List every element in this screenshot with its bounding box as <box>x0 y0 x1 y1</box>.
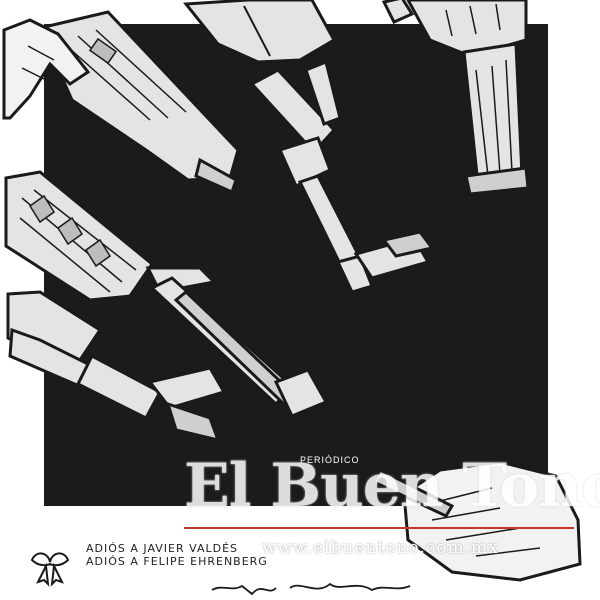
watermark-rule <box>184 527 574 529</box>
caption: ADIÓS A JAVIER VALDÉS ADIÓS A FELIPE EHR… <box>86 542 268 568</box>
drawing-hand-drawing <box>371 460 582 582</box>
hand-drawing <box>2 18 91 120</box>
caption-line-2: ADIÓS A FELIPE EHRENBERG <box>86 555 268 568</box>
shotgun-drawing <box>6 290 227 443</box>
mourning-ribbon-icon <box>30 552 70 587</box>
revolver-drawing <box>381 0 530 196</box>
watermark-brand: El Buen Tono <box>184 451 600 521</box>
assault-rifle-drawing <box>4 170 329 418</box>
artist-signature <box>211 582 411 596</box>
watermark-url: www.elbuentono.com.mx <box>262 538 499 558</box>
ak-rifle-drawing <box>183 0 435 294</box>
caption-line-1: ADIÓS A JAVIER VALDÉS <box>86 542 239 555</box>
watermark-small-label: PERIÓDICO <box>300 455 360 465</box>
